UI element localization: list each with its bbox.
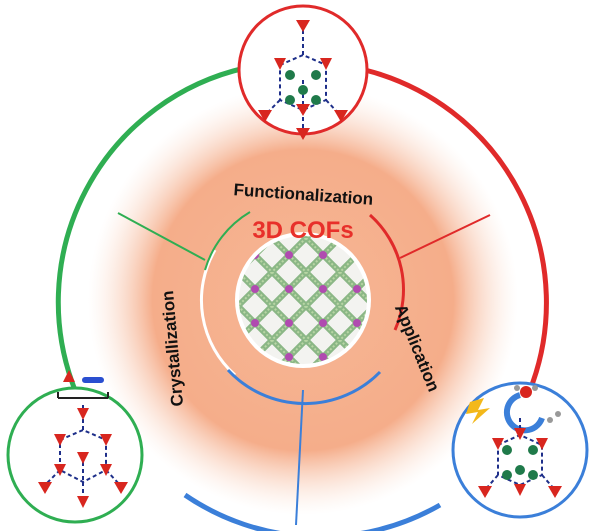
outer-arc-red bbox=[364, 67, 549, 391]
outer-arc-green bbox=[55, 65, 246, 391]
lightning-icon bbox=[466, 398, 490, 424]
inner-arc-white bbox=[200, 249, 236, 377]
inner-arc-red bbox=[369, 213, 405, 331]
spoke-green bbox=[117, 212, 206, 261]
inner-arc-green bbox=[204, 211, 251, 271]
center-title: 3D COFs bbox=[252, 217, 353, 244]
spoke-blue bbox=[295, 389, 304, 526]
crystallization-node bbox=[6, 370, 144, 524]
functionalization-node bbox=[237, 4, 369, 140]
inner-arc-blue bbox=[226, 368, 382, 406]
cycle-arrow-icon bbox=[503, 392, 545, 434]
outer-arc-blue bbox=[183, 492, 442, 531]
cof-lattice-image bbox=[239, 236, 367, 364]
application-node bbox=[451, 381, 589, 519]
spoke-red bbox=[399, 214, 491, 259]
